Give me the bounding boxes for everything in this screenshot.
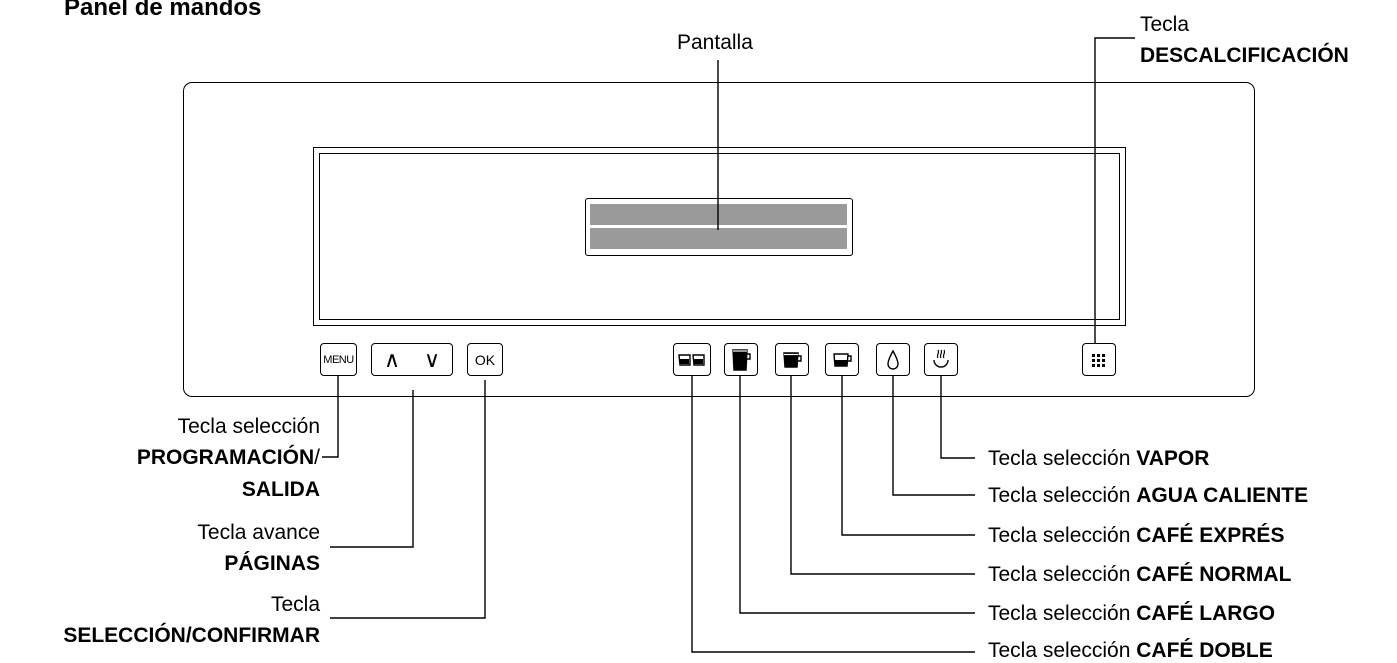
display-label: Pantalla xyxy=(677,31,753,54)
cafe-expres-button[interactable] xyxy=(825,343,859,376)
cafe-expres-label: Tecla selección CAFÉ EXPRÉS xyxy=(988,523,1284,548)
screen-frame-inner xyxy=(319,153,1120,320)
vapor-label-prefix: Tecla selección xyxy=(988,447,1137,470)
cafe-largo-label-bold: CAFÉ LARGO xyxy=(1136,602,1276,625)
screen-frame-outer xyxy=(313,147,1126,326)
cafe-normal-label-prefix: Tecla selección xyxy=(988,563,1137,586)
paginas-label-line2: PÁGINAS xyxy=(224,552,320,575)
vapor-label-bold: VAPOR xyxy=(1136,447,1210,470)
programacion-label-suffix: / xyxy=(314,446,320,469)
cafe-expres-label-bold: CAFÉ EXPRÉS xyxy=(1136,524,1285,547)
cafe-largo-label: Tecla selección CAFÉ LARGO xyxy=(988,601,1275,626)
page-title: Panel de mandos xyxy=(64,0,262,21)
cafe-doble-label-bold: CAFÉ DOBLE xyxy=(1136,639,1273,662)
cafe-expres-label-prefix: Tecla selección xyxy=(988,524,1137,547)
cafe-normal-label-bold: CAFÉ NORMAL xyxy=(1136,563,1292,586)
normal-cup-icon xyxy=(783,351,802,368)
agua-caliente-button[interactable] xyxy=(876,343,910,376)
page-up-icon: ∧ xyxy=(383,346,401,372)
steam-icon xyxy=(933,349,949,368)
descale-icon xyxy=(1092,353,1105,367)
confirmar-label-line1: Tecla xyxy=(270,593,320,616)
descale-label-line1: Tecla xyxy=(1140,13,1190,36)
vapor-button[interactable] xyxy=(924,343,958,376)
programacion-label-line2: PROGRAMACIÓN/ xyxy=(137,445,320,470)
cafe-largo-button[interactable] xyxy=(724,343,758,376)
menu-button-label: MENU xyxy=(323,353,354,366)
cafe-doble-label: Tecla selección CAFÉ DOBLE xyxy=(988,638,1273,663)
agua-caliente-label: Tecla selección AGUA CALIENTE xyxy=(988,483,1308,508)
confirmar-label-line2: SELECCIÓN/CONFIRMAR xyxy=(63,624,320,647)
page-nav-button[interactable]: ∧ ∨ xyxy=(371,343,453,376)
espresso-cup-icon xyxy=(833,352,852,367)
cafe-largo-label-prefix: Tecla selección xyxy=(988,602,1137,625)
programacion-label-bold: PROGRAMACIÓN xyxy=(136,446,315,469)
water-drop-icon xyxy=(887,349,899,370)
ok-button-label: OK xyxy=(474,351,496,368)
programacion-label-line3: SALIDA xyxy=(241,478,320,501)
cafe-normal-label: Tecla selección CAFÉ NORMAL xyxy=(988,562,1291,587)
descale-label-line2: DESCALCIFICACIÓN xyxy=(1140,44,1349,67)
double-cup-icon xyxy=(678,353,705,366)
descalcificacion-button[interactable] xyxy=(1082,343,1116,376)
large-cup-icon xyxy=(732,348,751,371)
cafe-doble-button[interactable] xyxy=(673,343,711,376)
programacion-label-line1: Tecla selección xyxy=(177,415,320,438)
page-down-icon: ∨ xyxy=(423,346,441,372)
agua-caliente-label-prefix: Tecla selección xyxy=(988,484,1137,507)
ok-button[interactable]: OK xyxy=(467,343,503,376)
control-panel xyxy=(183,82,1255,397)
menu-button[interactable]: MENU xyxy=(320,343,357,376)
agua-caliente-label-bold: AGUA CALIENTE xyxy=(1136,484,1309,507)
cafe-normal-button[interactable] xyxy=(775,343,809,376)
display-line-2 xyxy=(590,228,847,249)
paginas-label-line1: Tecla avance xyxy=(197,521,320,544)
cafe-doble-label-prefix: Tecla selección xyxy=(988,639,1137,662)
vapor-label: Tecla selección VAPOR xyxy=(988,446,1209,471)
